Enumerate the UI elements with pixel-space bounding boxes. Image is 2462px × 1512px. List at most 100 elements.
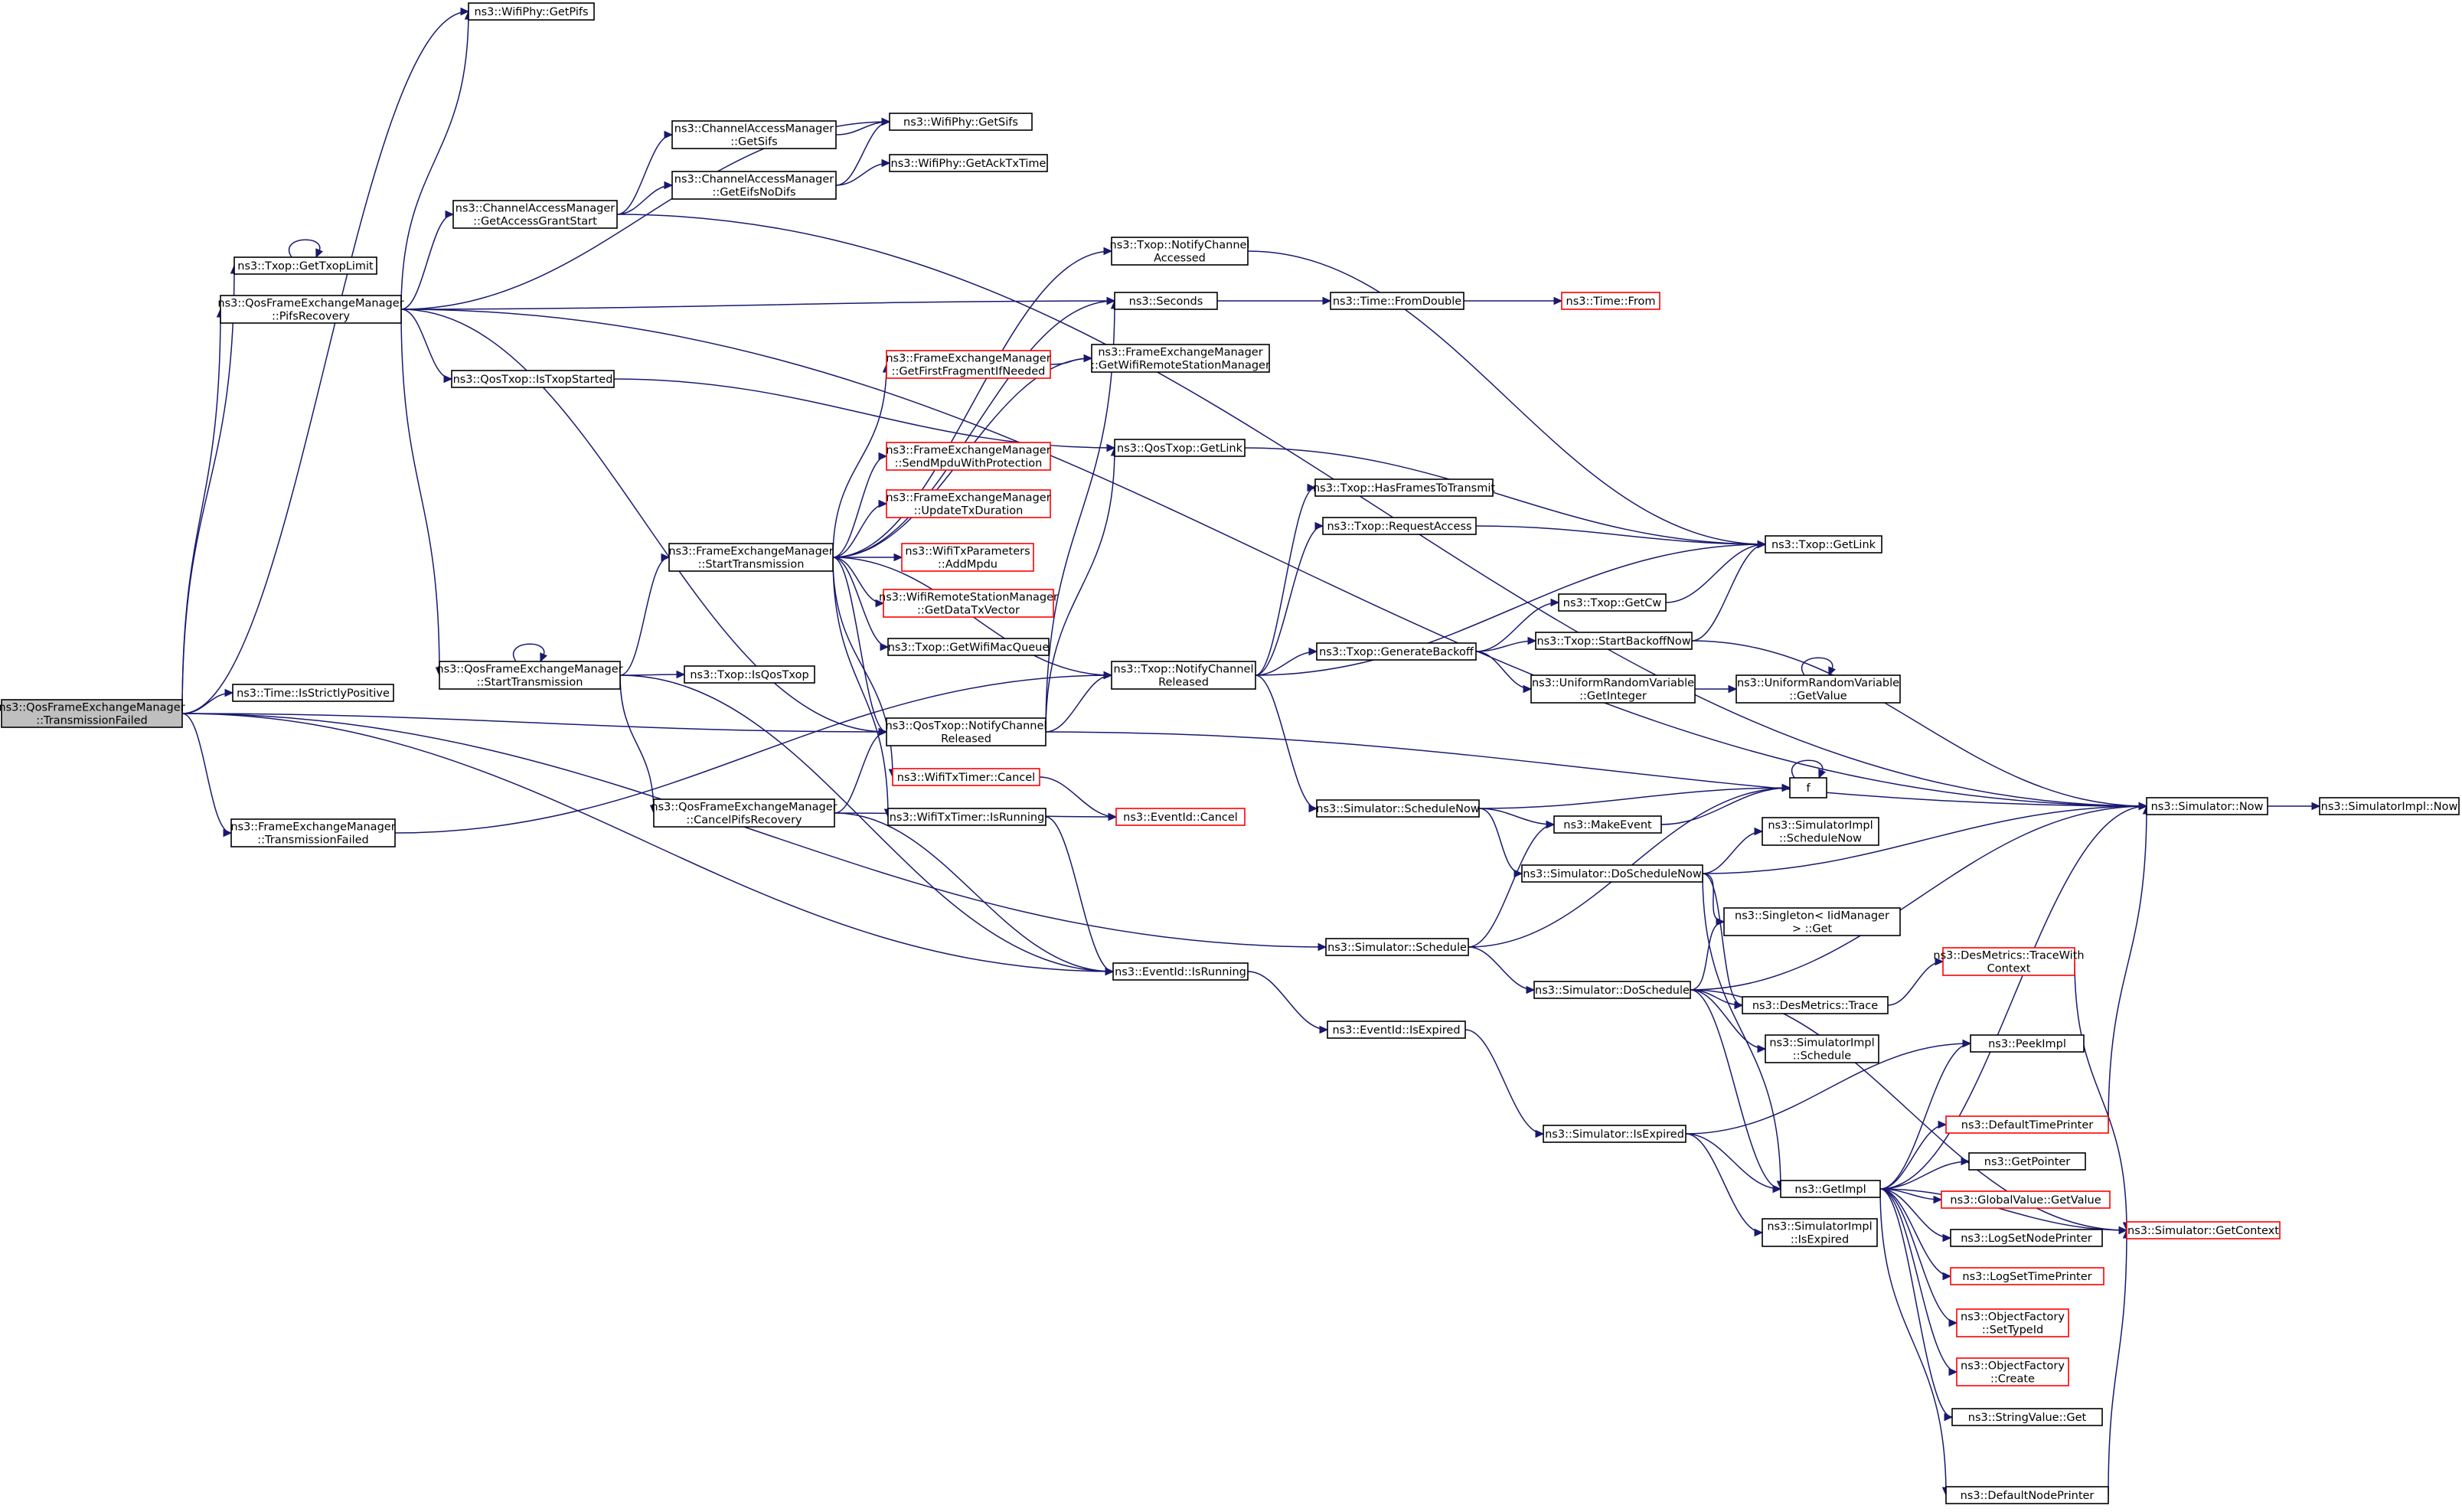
node-fem-transmissionfailed[interactable]: ns3::FrameExchangeManager::TransmissionF… xyxy=(230,818,396,847)
node-qostxop-isqostxop[interactable]: ns3::Txop::IsQosTxop xyxy=(684,665,815,684)
node-eventid-isrunning[interactable]: ns3::EventId::IsRunning xyxy=(1112,962,1249,981)
node-fem-sendmpduwithprotection[interactable]: ns3::FrameExchangeManager::SendMpduWithP… xyxy=(886,442,1051,471)
node-txop-gettxoplimit[interactable]: ns3::Txop::GetTxopLimit xyxy=(233,256,377,275)
edge-line xyxy=(832,557,887,733)
edge-fem-starttransmission-to-txop-notifychannelreleased xyxy=(832,557,1113,680)
edge-qfem-pifsrecovery-to-seconds xyxy=(400,296,1116,310)
edge-desmetrics-trace-to-desmetrics-tracewithcontext xyxy=(1887,957,1944,1006)
node-cam-geteifsnodifs[interactable]: ns3::ChannelAccessManager::GetEifsNoDifs xyxy=(671,171,837,200)
node-qfem-pifsrecovery[interactable]: ns3::QosFrameExchangeManager::PifsRecove… xyxy=(217,295,404,324)
node-fem-getfirstfragmentifneeded[interactable]: ns3::FrameExchangeManager::GetFirstFragm… xyxy=(886,350,1051,379)
node-fem-getwifiremotestationmanager[interactable]: ns3::FrameExchangeManager::GetWifiRemote… xyxy=(1091,344,1270,373)
node-cam-getsifs[interactable]: ns3::ChannelAccessManager::GetSifs xyxy=(671,120,837,149)
node-simulator-doschedule[interactable]: ns3::Simulator::DoSchedule xyxy=(1533,981,1691,999)
node-label: ::StartTransmission xyxy=(477,677,583,689)
edge-line xyxy=(1478,808,1523,874)
node-time-from[interactable]: ns3::Time::From xyxy=(1561,292,1660,310)
node-label: ::GetEifsNoDifs xyxy=(712,187,795,199)
node-wifitxparameters-addmpdu[interactable]: ns3::WifiTxParameters::AddMpdu xyxy=(901,543,1034,572)
node-getpointer[interactable]: ns3::GetPointer xyxy=(1968,1152,2086,1171)
node-getimpl[interactable]: ns3::GetImpl xyxy=(1780,1180,1881,1198)
node-label: ns3::WifiTxTimer::Cancel xyxy=(897,772,1035,784)
edge-getimpl-to-peekimpl xyxy=(1879,1039,1972,1190)
node-txop-getcw[interactable]: ns3::Txop::GetCw xyxy=(1558,593,1667,612)
node-simulator-doschedulenow[interactable]: ns3::Simulator::DoScheduleNow xyxy=(1521,864,1703,883)
node-wifiphy-getpifs[interactable]: ns3::WifiPhy::GetPifs xyxy=(468,2,595,21)
node-txop-requestaccess[interactable]: ns3::Txop::RequestAccess xyxy=(1322,517,1477,535)
node-txop-hasframestotransmit[interactable]: ns3::Txop::HasFramesToTransmit xyxy=(1313,478,1495,497)
node-globalvalue-getvalue[interactable]: ns3::GlobalValue::GetValue xyxy=(1941,1190,2111,1209)
node-defaulttimeprinter[interactable]: ns3::DefaultTimePrinter xyxy=(1945,1115,2109,1134)
arrow-head xyxy=(540,652,547,663)
node-objectfactory-settypeid[interactable]: ns3::ObjectFactory::SetTypeId xyxy=(1956,1308,2069,1337)
node-objectfactory-create[interactable]: ns3::ObjectFactory::Create xyxy=(1956,1357,2069,1386)
node-simulatorimpl-isexpired[interactable]: ns3::SimulatorImpl::IsExpired xyxy=(1762,1218,1878,1247)
edge-getimpl-to-stringvalue-get xyxy=(1879,1188,1954,1422)
node-makeevent[interactable]: ns3::MakeEvent xyxy=(1553,815,1662,834)
edge-root-to-time-isstrictlypositive xyxy=(181,688,234,714)
node-wifitxtimer-isrunning[interactable]: ns3::WifiTxTimer::IsRunning xyxy=(887,808,1047,826)
node-simulator-getcontext[interactable]: ns3::Simulator::GetContext xyxy=(2126,1221,2281,1239)
node-txop-getwifimacqueue[interactable]: ns3::Txop::GetWifiMacQueue xyxy=(887,638,1050,656)
node-qostxop-getlink[interactable]: ns3::QosTxop::GetLink xyxy=(1114,439,1246,457)
node-wifiphy-getsifs[interactable]: ns3::WifiPhy::GetSifs xyxy=(889,113,1033,131)
node-txop-getlink[interactable]: ns3::Txop::GetLink xyxy=(1765,535,1882,554)
arrow-head xyxy=(1308,647,1318,656)
node-label: ::GetWifiRemoteStationManager xyxy=(1091,360,1270,372)
node-f[interactable]: f xyxy=(1789,777,1827,798)
node-time-fromdouble[interactable]: ns3::Time::FromDouble xyxy=(1330,292,1464,310)
node-wrsm-getdatatxvector[interactable]: ns3::WifiRemoteStationManager::GetDataTx… xyxy=(879,589,1058,618)
node-cam-getaccessgrantstart[interactable]: ns3::ChannelAccessManager::GetAccessGran… xyxy=(452,200,618,229)
edge-line xyxy=(1255,651,1318,676)
node-label: ::GetInteger xyxy=(1579,691,1647,703)
node-simulator-schedule[interactable]: ns3::Simulator::Schedule xyxy=(1325,938,1469,956)
node-time-isstrictlypositive[interactable]: ns3::Time::IsStrictlyPositive xyxy=(232,684,394,702)
node-logsetnodeprinter[interactable]: ns3::LogSetNodePrinter xyxy=(1950,1229,2103,1247)
node-urv-getinteger[interactable]: ns3::UniformRandomVariable::GetInteger xyxy=(1530,674,1696,704)
arrow-head xyxy=(1942,1272,1952,1281)
node-label: ns3::GlobalValue::GetValue xyxy=(1950,1194,2101,1207)
node-eventid-isexpired[interactable]: ns3::EventId::IsExpired xyxy=(1327,1021,1466,1039)
edge-line xyxy=(1255,544,1766,676)
node-eventid-cancel[interactable]: ns3::EventId::Cancel xyxy=(1115,808,1246,826)
edge-line xyxy=(1475,525,1766,545)
node-singleton-get[interactable]: ns3::Singleton< IidManager> ::Get xyxy=(1723,907,1901,936)
edge-txop-requestaccess-to-txop-getlink xyxy=(1475,525,1767,549)
edge-line xyxy=(832,300,1115,558)
node-txop-startbackoffnow[interactable]: ns3::Txop::StartBackoffNow xyxy=(1535,632,1693,650)
node-label: ns3::QosFrameExchangeManager xyxy=(436,664,622,676)
node-simulatorimpl-schedule[interactable]: ns3::SimulatorImpl::Schedule xyxy=(1765,1034,1879,1063)
node-simulator-schedulenow[interactable]: ns3::Simulator::ScheduleNow xyxy=(1316,799,1480,818)
node-fem-updatetxduration[interactable]: ns3::FrameExchangeManager::UpdateTxDurat… xyxy=(886,489,1051,518)
node-seconds[interactable]: ns3::Seconds xyxy=(1114,292,1218,310)
node-wifiphy-getacktxtime[interactable]: ns3::WifiPhy::GetAckTxTime xyxy=(889,154,1048,172)
node-label: ns3::Txop::StartBackoffNow xyxy=(1536,635,1690,648)
edge-qfem-starttransmission-to-fem-starttransmission xyxy=(619,553,671,676)
edge-line xyxy=(1039,776,1117,818)
node-simulatorimpl-now[interactable]: ns3::SimulatorImpl::Now xyxy=(2319,797,2460,815)
node-urv-getvalue[interactable]: ns3::UniformRandomVariable::GetValue xyxy=(1735,674,1901,704)
node-stringvalue-get[interactable]: ns3::StringValue::Get xyxy=(1951,1408,2103,1426)
node-qfem-starttransmission[interactable]: ns3::QosFrameExchangeManager::StartTrans… xyxy=(436,661,623,690)
node-box xyxy=(468,2,595,21)
node-qostxop-istxopstarted[interactable]: ns3::QosTxop::IsTxopStarted xyxy=(451,370,615,388)
node-defaultnodeprinter[interactable]: ns3::DefaultNodePrinter xyxy=(1945,1486,2109,1504)
node-fem-starttransmission[interactable]: ns3::FrameExchangeManager::StartTransmis… xyxy=(668,543,834,572)
node-txop-generatebackoff[interactable]: ns3::Txop::GenerateBackoff xyxy=(1316,642,1477,661)
node-peekimpl[interactable]: ns3::PeekImpl xyxy=(1970,1034,2085,1053)
node-simulatorimpl-schedulenow[interactable]: ns3::SimulatorImpl::ScheduleNow xyxy=(1762,817,1879,846)
node-wifitxtimer-cancel[interactable]: ns3::WifiTxTimer::Cancel xyxy=(892,768,1040,786)
node-qfem-cancelpifsrecovery[interactable]: ns3::QosFrameExchangeManager::CancelPifs… xyxy=(651,798,838,828)
node-logsettimeprinter[interactable]: ns3::LogSetTimePrinter xyxy=(1950,1267,2104,1285)
edge-line xyxy=(1801,657,1833,676)
node-simulator-isexpired[interactable]: ns3::Simulator::IsExpired xyxy=(1543,1125,1687,1143)
node-label: ::TransmissionFailed xyxy=(257,834,369,847)
node-desmetrics-trace[interactable]: ns3::DesMetrics::Trace xyxy=(1742,996,1889,1014)
edge-txop-notifychannelreleased-to-txop-requestaccess xyxy=(1255,521,1324,676)
node-root[interactable]: ns3::QosFrameExchangeManager::Transmissi… xyxy=(0,699,185,728)
node-simulator-now[interactable]: ns3::Simulator::Now xyxy=(2146,797,2268,815)
